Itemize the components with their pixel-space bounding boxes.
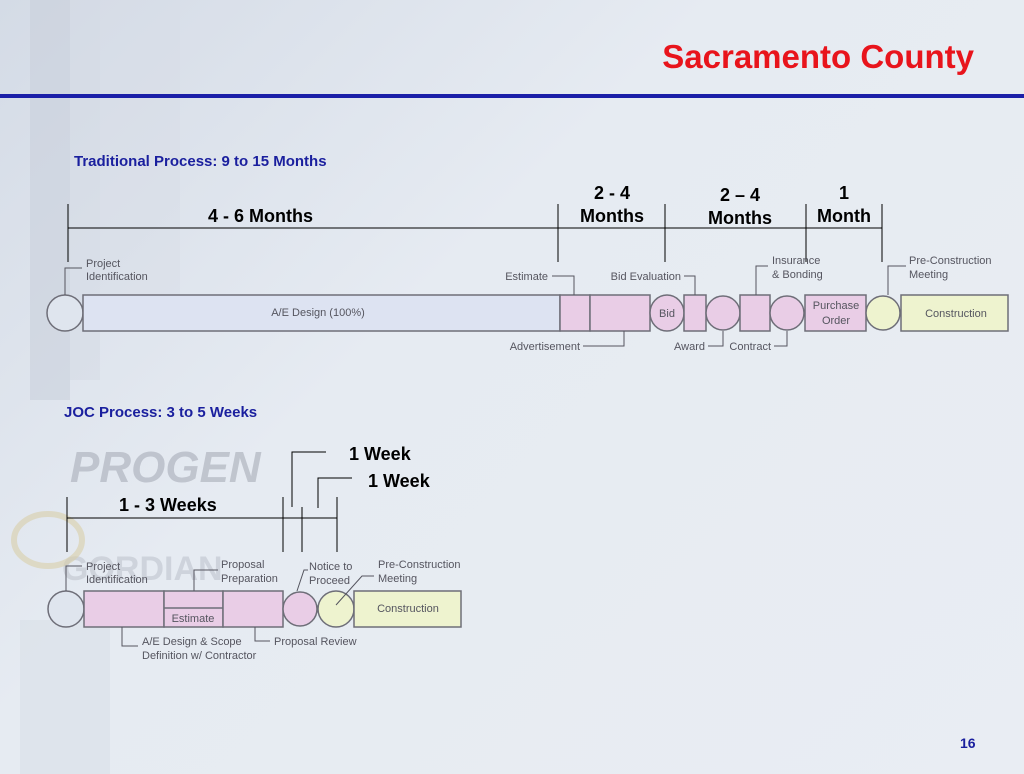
bid-evaluation-box (683, 294, 707, 332)
bid-evaluation-label: Bid Evaluation (611, 271, 681, 283)
joc-notice-label-1: Notice to (309, 561, 352, 573)
joc-pre-construction-circle (317, 590, 355, 628)
joc-leader-project-identification (65, 565, 82, 591)
pre-construction-label-2: Meeting (909, 269, 948, 281)
estimate-box (559, 294, 591, 332)
joc-ae-design-box (83, 590, 165, 628)
traditional-callout-leaders (64, 265, 906, 347)
leader-estimate (552, 275, 575, 295)
advertisement-box (589, 294, 651, 332)
joc-leader-proposal-preparation (193, 569, 218, 591)
bid-label: Bid (659, 308, 675, 320)
progen-logo: PROGEN (70, 443, 262, 492)
joc-proposal-preparation-label-2: Preparation (221, 573, 278, 585)
joc-ae-design-label-1: A/E Design & Scope (142, 636, 242, 648)
pre-construction-circle (865, 295, 901, 331)
joc-leader-ae-design (121, 627, 138, 647)
traditional-flow (46, 294, 1009, 332)
leader-advertisement (583, 331, 625, 347)
joc-construction-label: Construction (377, 603, 439, 615)
joc-estimate-label: Estimate (172, 613, 215, 625)
joc-flow (47, 590, 462, 628)
joc-ae-design-label-2: Definition w/ Contractor (142, 650, 257, 662)
pre-construction-label-1: Pre-Construction (909, 255, 992, 267)
leader-award (708, 331, 724, 347)
insurance-label-1: Insurance (772, 255, 820, 267)
leader-contract (774, 331, 788, 347)
joc-callout-leaders (65, 565, 374, 647)
background-window-shape (20, 620, 110, 774)
joc-notice-to-proceed-circle (282, 591, 318, 627)
traditional-process-heading: Traditional Process: 9 to 15 Months (74, 153, 327, 170)
duration-1-3-weeks: 1 - 3 Weeks (119, 495, 217, 515)
page-number: 16 (960, 735, 976, 751)
joc-duration-brackets (66, 451, 352, 552)
joc-pre-construction-label-1: Pre-Construction (378, 559, 461, 571)
leader-insurance (755, 265, 768, 295)
bracket-1-week-a (291, 451, 326, 507)
leader-pre-construction (887, 265, 906, 295)
insurance-label-2: & Bonding (772, 269, 823, 281)
gordian-swirl (11, 511, 85, 569)
contract-box (739, 294, 771, 332)
joc-leader-proposal-review (254, 627, 270, 642)
duration-1-month-bottom: Month (817, 206, 871, 226)
joc-project-identification-circle (47, 590, 85, 628)
joc-pre-construction-label-2: Meeting (378, 573, 417, 585)
joc-leader-pre-construction (335, 575, 374, 606)
duration-2-4-months-a-top: 2 - 4 (594, 183, 630, 203)
title-rule (0, 94, 1024, 98)
award-label: Award (674, 341, 705, 353)
award-circle (705, 295, 741, 331)
purchase-order-label-1: Purchase (813, 300, 859, 312)
construction-label: Construction (925, 308, 987, 320)
duration-1-week-b: 1 Week (368, 471, 431, 491)
duration-2-4-months-b-bottom: Months (708, 208, 772, 228)
duration-4-6-months: 4 - 6 Months (208, 206, 313, 226)
contract-label: Contract (729, 341, 771, 353)
joc-project-identification-label-2: Identification (86, 574, 148, 586)
slide-title: Sacramento County (662, 38, 974, 75)
duration-2-4-months-a-bottom: Months (580, 206, 644, 226)
joc-proposal-review-label: Proposal Review (274, 636, 357, 648)
background-window-shape (100, 0, 180, 300)
joc-construction-box (353, 590, 462, 628)
project-identification-label-2: Identification (86, 271, 148, 283)
joc-proposal-preparation-label-1: Proposal (221, 559, 264, 571)
project-identification-label-1: Project (86, 258, 120, 270)
duration-1-week-a: 1 Week (349, 444, 412, 464)
joc-notice-label-2: Proceed (309, 575, 350, 587)
construction-box (900, 294, 1009, 332)
advertisement-label: Advertisement (510, 341, 580, 353)
project-identification-circle (46, 294, 84, 332)
leader-project-identification (64, 267, 82, 295)
gordian-logo: GORDIAN (62, 550, 223, 588)
joc-proposal-preparation-box (222, 590, 284, 628)
duration-2-4-months-b-top: 2 – 4 (720, 185, 760, 205)
insurance-circle (769, 295, 805, 331)
duration-1-month-top: 1 (839, 183, 849, 203)
bracket-1-week-b (317, 477, 352, 508)
leader-bid-evaluation (684, 275, 696, 295)
traditional-duration-brackets (67, 204, 883, 262)
purchase-order-label-2: Order (822, 315, 850, 327)
joc-project-identification-label-1: Project (86, 561, 120, 573)
ae-design-box (82, 294, 561, 332)
joc-leader-notice (296, 569, 308, 592)
estimate-label: Estimate (505, 271, 548, 283)
joc-process-heading: JOC Process: 3 to 5 Weeks (64, 404, 258, 421)
ae-design-label: A/E Design (100%) (271, 307, 365, 319)
background-window-shape (30, 0, 70, 400)
